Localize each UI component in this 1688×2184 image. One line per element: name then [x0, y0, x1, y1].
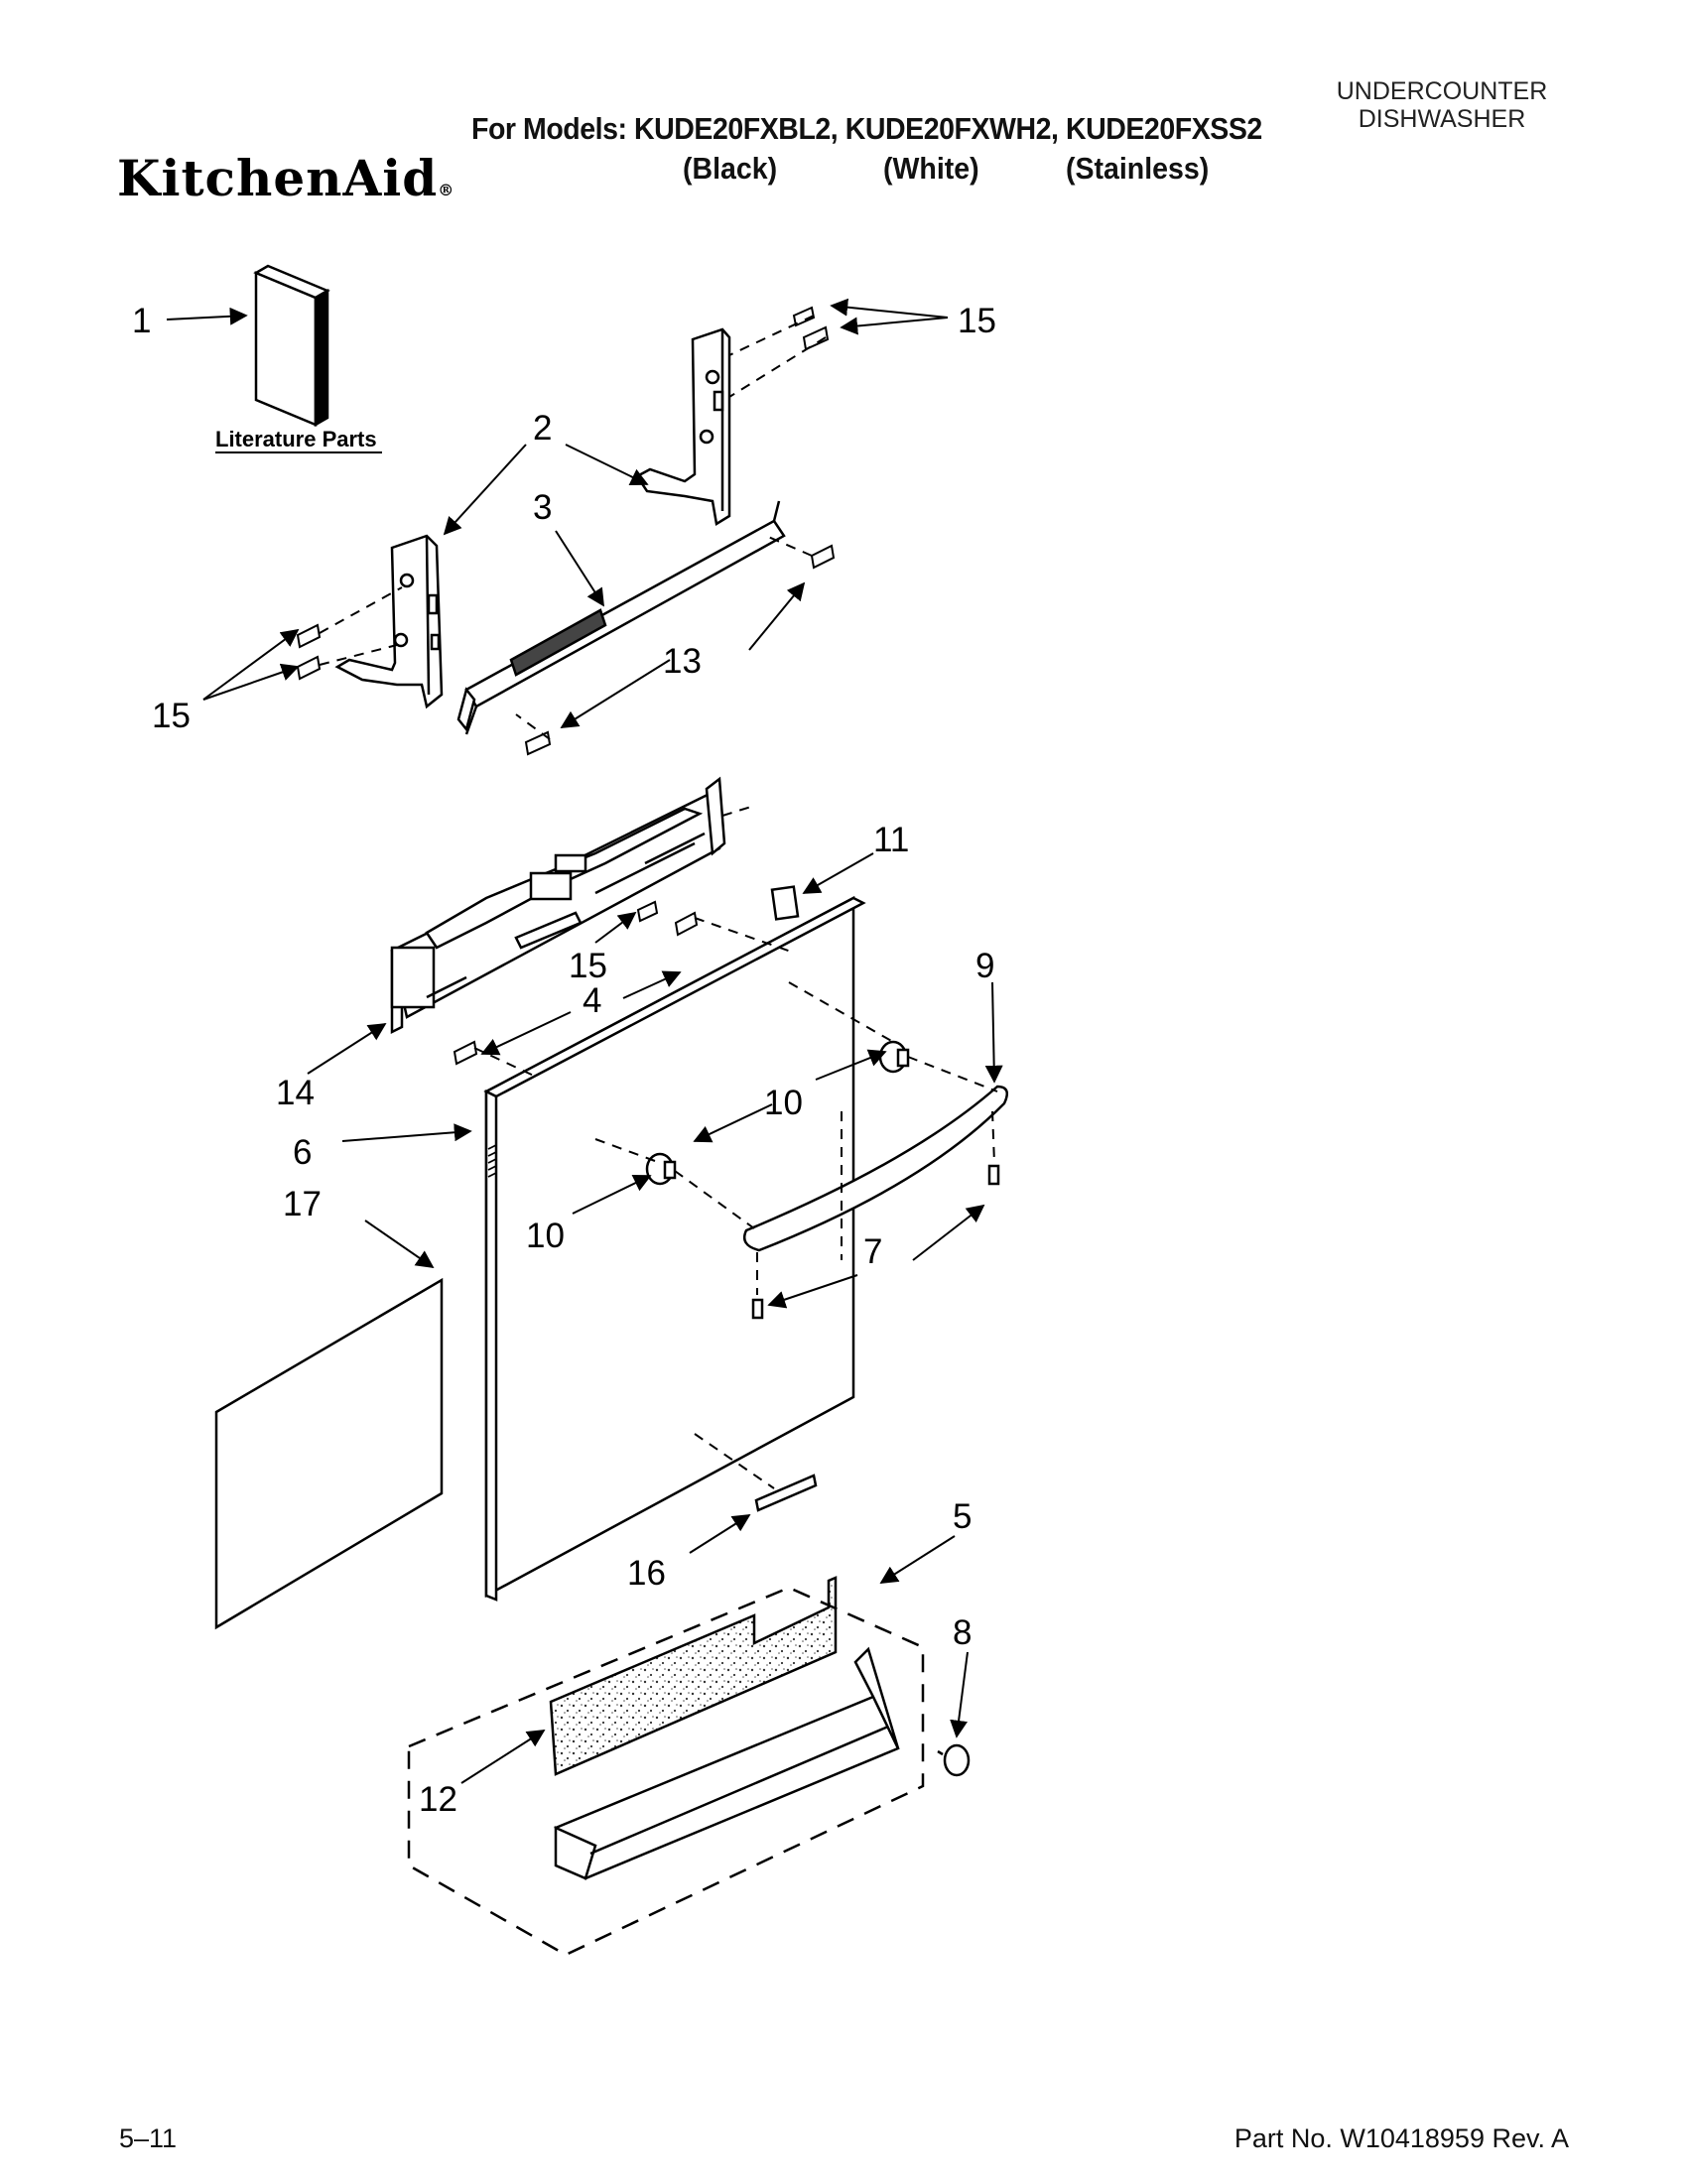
literature-parts-label: Literature Parts — [215, 427, 377, 451]
callout-15-upper: 15 — [958, 302, 996, 340]
screw-15-upper-a — [792, 306, 816, 327]
models-line: For Models: KUDE20FXBL2, KUDE20FXWH2, KU… — [471, 111, 1262, 146]
callout-5: 5 — [953, 1497, 972, 1536]
screws — [296, 306, 836, 1066]
screw-4-lower — [453, 1040, 478, 1066]
screw-15-middle — [636, 900, 659, 923]
callout-9: 9 — [975, 947, 994, 985]
door-vent-slots — [487, 1144, 497, 1178]
callout-15-middle: 15 — [569, 947, 607, 985]
variant-white: (White) — [883, 151, 979, 186]
callout-4: 4 — [583, 981, 601, 1020]
screw-13-right — [810, 544, 836, 570]
callout-13: 13 — [663, 642, 702, 681]
screw-13-left — [524, 730, 552, 756]
callout-1: 1 — [132, 302, 151, 340]
variant-stainless: (Stainless) — [1066, 151, 1210, 186]
variant-black: (Black) — [683, 151, 778, 186]
mounting-bracket-right — [635, 327, 731, 527]
door-badge — [754, 1474, 818, 1512]
alignment-lines — [319, 315, 998, 1489]
screw-15-left-a — [296, 623, 322, 649]
callout-8: 8 — [953, 1613, 972, 1652]
part-number: Part No. W10418959 Rev. A — [1234, 2123, 1569, 2153]
door-handle — [742, 1085, 1009, 1252]
handle-mount-upper — [878, 1040, 910, 1074]
mounting-bracket-left — [334, 534, 444, 709]
callout-12: 12 — [419, 1780, 457, 1819]
callout-17: 17 — [283, 1185, 322, 1223]
toe-panel — [554, 1646, 900, 1880]
callout-6: 6 — [293, 1133, 312, 1172]
product-type: UNDERCOUNTER DISHWASHER — [1313, 77, 1571, 133]
callout-10-lower: 10 — [526, 1217, 565, 1255]
control-panel-assembly — [390, 776, 726, 1035]
toe-panel-screw — [937, 1743, 971, 1777]
callout-2: 2 — [533, 409, 552, 448]
product-type-line2: DISHWASHER — [1358, 105, 1526, 133]
brand-registered-mark: ® — [438, 181, 455, 199]
callout-14: 14 — [276, 1074, 315, 1112]
screw-4-upper — [674, 911, 699, 937]
handle-mount-lower — [645, 1152, 677, 1186]
handle-stud-right — [987, 1164, 1000, 1186]
screw-15-upper-b — [802, 325, 830, 351]
callout-16: 16 — [627, 1554, 666, 1593]
outer-door-panel — [483, 895, 866, 1602]
toe-panel-insulation — [549, 1576, 838, 1776]
door-insulation-panel — [214, 1277, 444, 1630]
callout-11: 11 — [873, 821, 909, 859]
door-clip — [770, 885, 800, 921]
callout-leaders — [166, 298, 1003, 1784]
page-number: 5–11 — [119, 2123, 178, 2153]
handle-stud-left — [751, 1298, 764, 1320]
callout-15-left: 15 — [152, 697, 191, 735]
toe-panel-group-box — [407, 1586, 925, 1957]
brand-logo: KitchenAid® — [117, 149, 454, 207]
callout-10-upper: 10 — [764, 1084, 803, 1122]
callout-3: 3 — [533, 488, 552, 527]
product-type-line1: UNDERCOUNTER — [1336, 77, 1548, 105]
callout-7: 7 — [863, 1232, 882, 1271]
brand-name: KitchenAid — [117, 149, 439, 207]
literature-booklet — [253, 264, 330, 428]
screw-15-left-b — [296, 655, 322, 681]
toe-panel-bracket — [456, 500, 786, 735]
